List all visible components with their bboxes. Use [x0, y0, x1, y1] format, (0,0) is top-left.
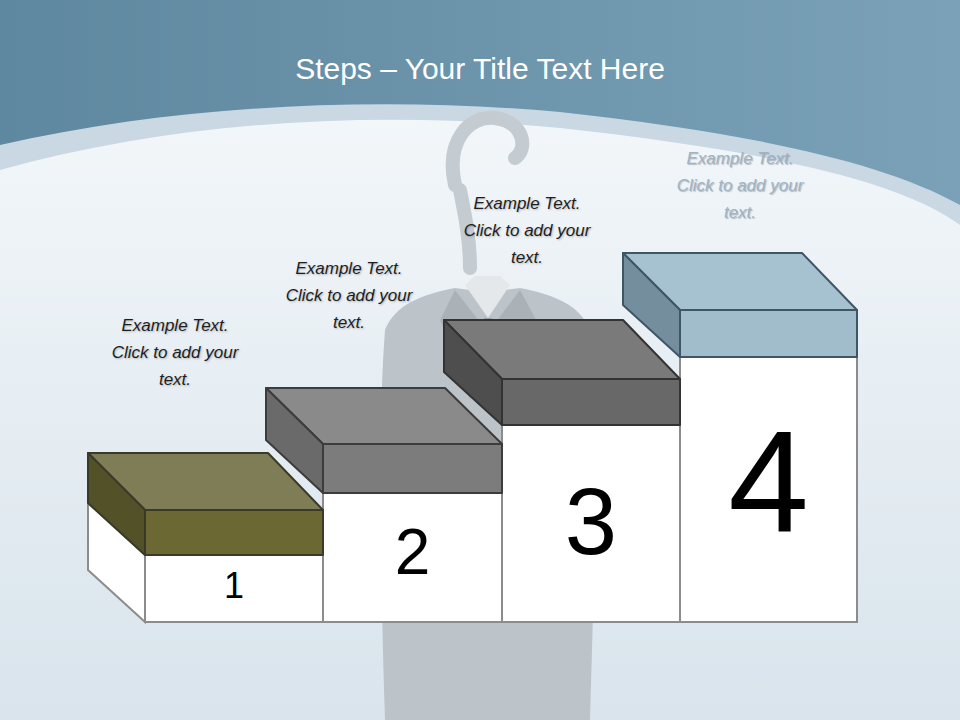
step-number: 1	[145, 568, 323, 604]
step-block: Example Text. Click to add your text.2	[323, 444, 502, 622]
step-caption: Example Text. Click to add your text.	[462, 190, 592, 272]
step-number: 4	[680, 410, 857, 555]
step-number: 3	[502, 475, 680, 569]
slide-title: Steps – Your Title Text Here	[0, 52, 960, 86]
step-caption: Example Text. Click to add your text.	[284, 255, 414, 337]
step-block: Example Text. Click to add your text.1	[145, 510, 323, 622]
step-caption: Example Text. Click to add your text.	[675, 145, 805, 227]
step-block: Example Text. Click to add your text.3	[502, 379, 680, 622]
step-block: Example Text. Click to add your text.4	[680, 310, 857, 622]
step-caption: Example Text. Click to add your text.	[110, 312, 240, 394]
step-number: 2	[323, 520, 502, 584]
